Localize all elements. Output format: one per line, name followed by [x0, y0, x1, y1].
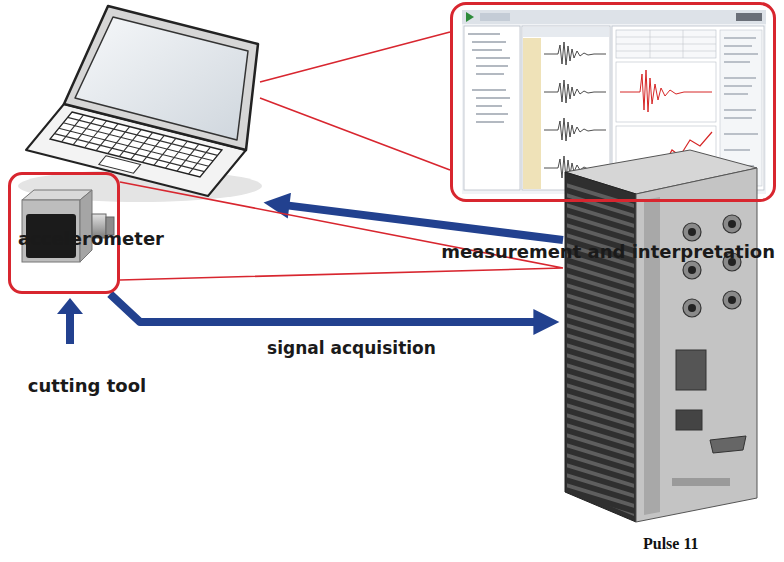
software-screenshot: [616, 30, 716, 58]
analyzer-hardware: [565, 150, 757, 522]
flow-arrow: [110, 294, 536, 322]
laptop-node: accelerometer: [28, 2, 260, 210]
analyzer-hardware: [567, 178, 634, 516]
software-screenshot: [616, 62, 716, 122]
figure-caption: cutting tool: [28, 375, 146, 397]
analyzer-hardware: [676, 410, 702, 430]
analyzer-hardware: [676, 350, 706, 390]
analyzer-hardware: [683, 261, 701, 279]
analyzer-hardware: [723, 291, 741, 309]
analyzer-hardware: [688, 266, 696, 274]
software-screenshot: [462, 10, 766, 24]
software-screenshot: [544, 118, 606, 141]
analyzer-hardware: [683, 223, 701, 241]
software-screenshot: [544, 42, 606, 65]
pointer-arrow: [57, 298, 83, 314]
edge-label: signal acquisition: [264, 338, 439, 358]
software-screenshot: [466, 12, 474, 22]
analyzer-hardware: [636, 168, 757, 522]
callout-line: [260, 32, 450, 170]
software-screenshot: [480, 13, 510, 21]
software-screenshot: [522, 26, 610, 190]
hardware-node: Pulse 11: [563, 148, 759, 528]
pointer-arrow: [66, 312, 74, 344]
accelerometer-illustration: [22, 190, 114, 262]
software-window-node: measurement and interpretation: [450, 2, 776, 202]
software-screenshot: [523, 27, 609, 37]
pointer-arrow: [57, 298, 83, 344]
device-caption: Pulse 11: [643, 534, 699, 553]
software-screenshot: [724, 38, 758, 166]
analyzer-hardware: [710, 436, 746, 453]
analyzer-hardware: [728, 296, 736, 304]
analyzer-hardware: [565, 172, 636, 522]
software-screenshot: [468, 34, 510, 122]
callout-line: [120, 182, 563, 280]
software-screenshot: [620, 70, 712, 112]
software-screenshot: [464, 26, 520, 190]
analyzer-hardware: [672, 478, 730, 486]
figure-caption: accelerometer: [18, 228, 164, 250]
analyzer-hardware: [723, 215, 741, 233]
software-screenshot: [544, 80, 606, 103]
software-screenshot: [523, 38, 541, 189]
software-screenshot: [616, 30, 716, 58]
accelerometer-illustration: [80, 190, 92, 262]
analyzer-hardware: [728, 220, 736, 228]
software-screenshot: [736, 13, 762, 21]
software-screenshot: [462, 10, 766, 194]
analyzer-hardware: [688, 304, 696, 312]
laptop-illustration: [64, 6, 258, 150]
software-screenshot: [462, 10, 766, 194]
analyzer-hardware: [683, 299, 701, 317]
laptop-illustration: [99, 156, 141, 173]
laptop-illustration: [75, 17, 248, 140]
analyzer-hardware: [688, 228, 696, 236]
figure-caption: measurement and interpretation: [441, 241, 775, 263]
